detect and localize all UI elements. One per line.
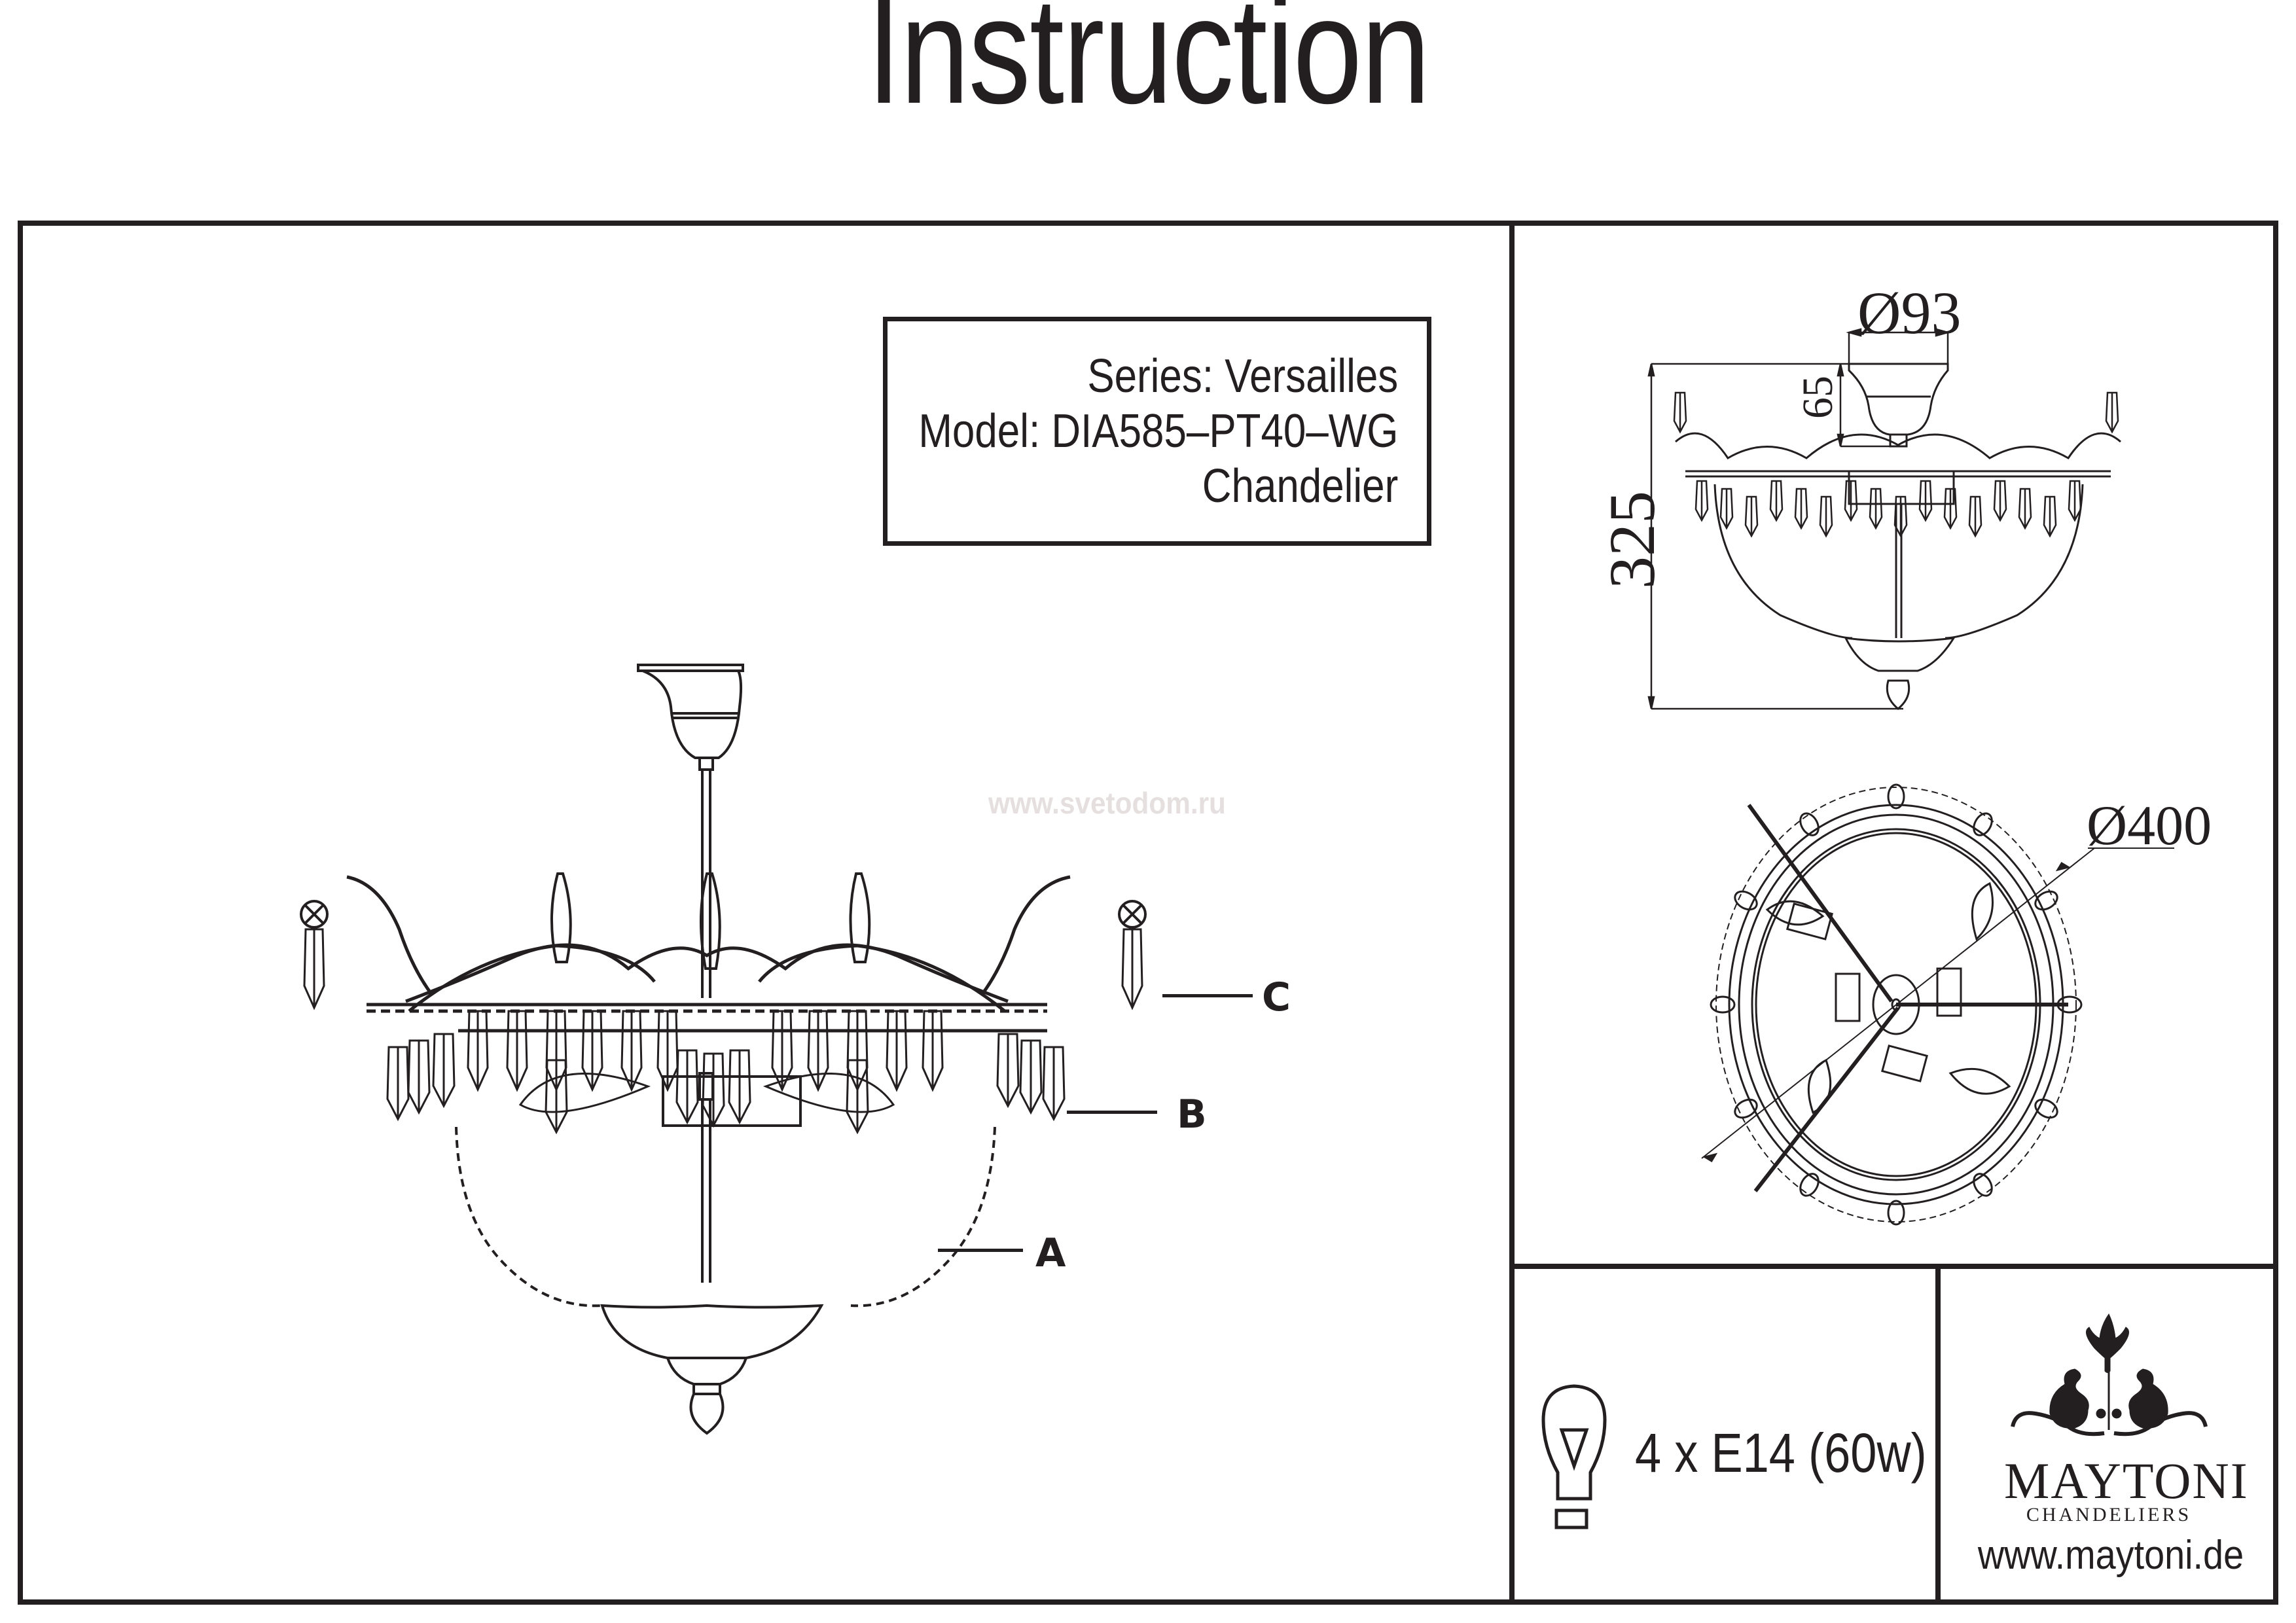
center-rod — [698, 770, 714, 1283]
crystal-pendant — [1695, 480, 1709, 522]
crystal-pendant — [506, 1010, 528, 1092]
callout-b-label: B — [1177, 1092, 1207, 1137]
crystal-pendant — [2068, 480, 2082, 522]
rim-leaf-ornament — [1799, 812, 1820, 836]
rim-leaf-ornament — [1887, 783, 1905, 810]
rim-leaf-ornament — [2056, 995, 2083, 1014]
brand-subtitle: CHANDELIERS — [2026, 1504, 2192, 1525]
glass-bowl — [455, 1126, 603, 1308]
socket-box — [662, 1075, 802, 1127]
crystal-pendant — [620, 1010, 643, 1092]
rim-leaf-ornament — [1973, 812, 1993, 836]
series-label: Series: Versailles — [1087, 350, 1398, 402]
rim-leaf-ornament — [2034, 1098, 2058, 1119]
crystal-pendant — [886, 1010, 908, 1092]
canopy-front — [637, 664, 744, 771]
crystal-pendant — [545, 1059, 568, 1135]
crest-spire — [550, 872, 871, 970]
product-type-label: Chandelier — [1202, 460, 1398, 512]
rim-leaf-ornament — [1973, 1173, 1993, 1197]
panel-divider-vertical — [1509, 221, 1515, 1605]
crystal-pendant — [728, 1049, 751, 1125]
crystal-pendant — [1019, 1039, 1043, 1115]
rim-leaf-ornament — [1710, 995, 1736, 1014]
crystal-pendant — [581, 1010, 603, 1092]
model-label: Model: DIA585–PT40–WG — [918, 405, 1398, 457]
overall-diameter-label: Ø400 — [2087, 794, 2212, 857]
crystal-pendant — [1673, 391, 1687, 434]
drawing-frame — [18, 221, 2278, 1605]
crystal-pendant — [846, 1059, 869, 1135]
crystal-pendant — [1719, 488, 1734, 530]
crystal-pendant — [303, 928, 325, 1010]
callout-a-label: A — [1035, 1230, 1066, 1276]
crystal-pendant — [1794, 488, 1808, 530]
crystal-pendant — [1844, 480, 1858, 522]
crystal-pendant — [1893, 495, 1908, 538]
crystal-pendant — [2105, 391, 2119, 434]
crystal-pendant — [1918, 480, 1933, 522]
maytoni-ornament-icon — [2011, 1313, 2208, 1436]
crystal-pendant — [1943, 488, 1958, 530]
crystal-pendant — [2043, 495, 2057, 538]
rim-leaf-ornament — [1887, 1200, 1905, 1226]
callout-b-leader — [1067, 1111, 1157, 1114]
rim-leaf-ornament — [1734, 1098, 1758, 1119]
rim-leaf-ornament — [1734, 890, 1758, 911]
crystal-pendant — [1968, 495, 1982, 538]
lamp-spec-text: 4 x E14 (60w) — [1635, 1422, 1927, 1484]
crystal-pendant — [1769, 480, 1784, 522]
brand-name: MAYTONI — [2004, 1452, 2249, 1509]
crystal-pendant — [1819, 495, 1833, 538]
rim-leaf-ornament — [1799, 1173, 1820, 1197]
crystal-pendant — [2018, 488, 2032, 530]
product-info-box: Series: Versailles Model: DIA585–PT40–WG… — [883, 317, 1431, 546]
document-title: Instruction — [867, 0, 1430, 135]
crystal-pendant — [807, 1010, 829, 1092]
callout-a-leader — [938, 1249, 1023, 1252]
panel-divider-horizontal — [1509, 1264, 2278, 1269]
canopy-diameter-label: Ø93 — [1857, 279, 1962, 346]
bottom-finial — [600, 1304, 824, 1435]
footer-divider-vertical — [1935, 1264, 1941, 1605]
crystal-pendant — [1744, 495, 1759, 538]
watermark-text: www.svetodom.ru — [988, 786, 1226, 820]
crystal-pendant — [771, 1010, 793, 1092]
crystal-pendant — [922, 1010, 944, 1092]
crystal-pendant — [656, 1010, 679, 1092]
end-octagon — [300, 900, 1147, 929]
crystal-pendant — [386, 1046, 410, 1122]
crystal-pendant — [702, 1052, 725, 1128]
crystal-pendant — [675, 1049, 699, 1125]
crystal-pendant — [1993, 480, 2007, 522]
crystal-pendant — [467, 1010, 489, 1092]
rim-leaf-ornament — [2034, 890, 2058, 911]
callout-c-label: C — [1262, 974, 1291, 1020]
crystal-pendant — [432, 1033, 456, 1109]
brand-url[interactable]: www.maytoni.de — [1977, 1533, 2244, 1578]
crystal-pendant — [1121, 928, 1143, 1010]
crystal-pendant — [1869, 488, 1883, 530]
crystal-pendant — [407, 1039, 431, 1115]
crystal-pendant — [996, 1033, 1020, 1109]
crystal-pendant — [1042, 1046, 1066, 1122]
light-bulb-icon — [1541, 1384, 1607, 1529]
callout-c-leader — [1162, 994, 1253, 997]
